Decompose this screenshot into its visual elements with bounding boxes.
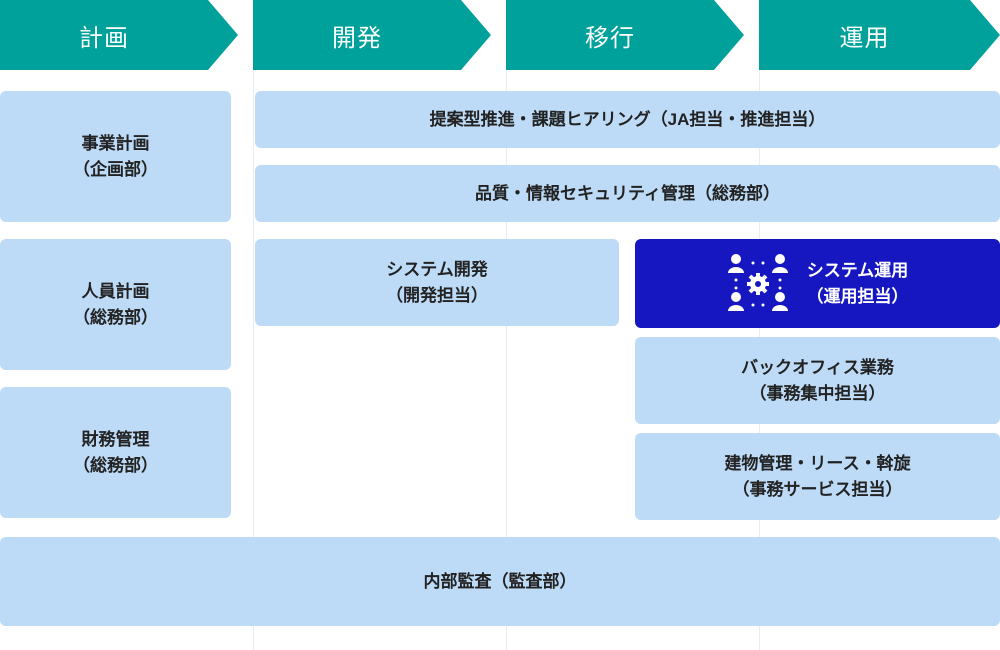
box-title: システム開発	[386, 259, 488, 279]
box-business-plan: 事業計画 （企画部）	[0, 91, 231, 222]
box-title: 事業計画	[81, 133, 150, 153]
box-proposal: 提案型推進・課題ヒアリング（JA担当・推進担当）	[255, 91, 1000, 148]
box-dept: （総務部）	[73, 307, 158, 327]
phase-develop: 開発	[253, 0, 491, 70]
box-dept: （企画部）	[73, 159, 158, 179]
box-hr-plan: 人員計画 （総務部）	[0, 239, 231, 370]
box-title: バックオフィス業務	[741, 357, 894, 377]
box-dept: （事務集中担当）	[749, 383, 886, 403]
phase-migrate: 移行	[506, 0, 744, 70]
phase-operate: 運用	[759, 0, 1000, 70]
box-dept: （総務部）	[73, 455, 158, 475]
box-audit: 内部監査（監査部）	[0, 537, 1000, 626]
box-building: 建物管理・リース・斡旋 （事務サービス担当）	[635, 433, 1000, 520]
box-dept: （開発担当）	[386, 285, 488, 305]
team-gear-icon	[727, 253, 788, 311]
box-dept: （事務サービス担当）	[732, 479, 903, 499]
box-title: 内部監査（監査部）	[423, 571, 577, 591]
box-title: 建物管理・リース・斡旋	[724, 453, 911, 473]
box-title: 品質・情報セキュリティ管理（総務部）	[475, 183, 780, 203]
box-dept: （運用担当）	[806, 286, 909, 306]
box-system-dev: システム開発 （開発担当）	[255, 239, 619, 326]
box-finance: 財務管理 （総務部）	[0, 387, 231, 518]
box-quality: 品質・情報セキュリティ管理（総務部）	[255, 165, 1000, 222]
grid-line	[506, 70, 507, 650]
phase-plan: 計画	[0, 0, 238, 70]
grid-line	[253, 70, 254, 650]
box-title: 人員計画	[81, 281, 150, 301]
box-backoffice: バックオフィス業務 （事務集中担当）	[635, 337, 1000, 424]
box-title: 提案型推進・課題ヒアリング（JA担当・推進担当）	[429, 109, 826, 129]
box-title: システム運用	[806, 260, 909, 280]
box-system-ops: システム運用 （運用担当）	[635, 239, 1000, 328]
box-title: 財務管理	[81, 429, 150, 449]
